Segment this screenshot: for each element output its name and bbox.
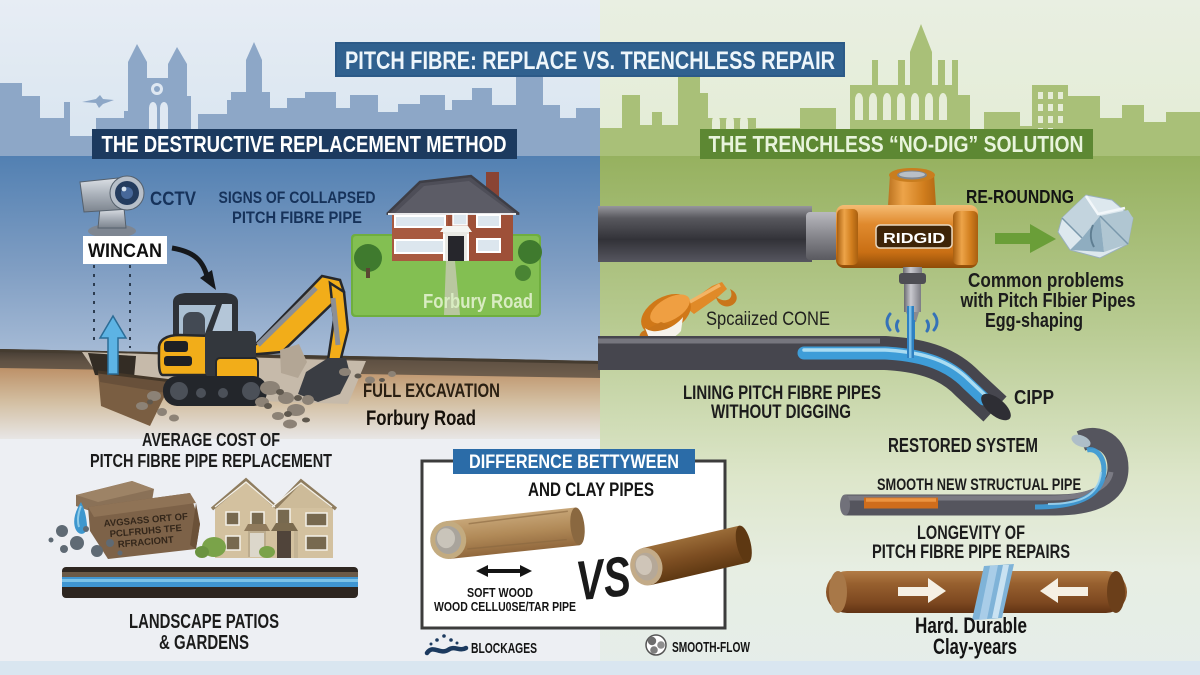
svg-text:FULL EXCAVATION: FULL EXCAVATION xyxy=(363,381,500,402)
svg-text:PITCH FIBRE PIPE REPLACEMENT: PITCH FIBRE PIPE REPLACEMENT xyxy=(90,451,332,471)
svg-text:Hard. Durable: Hard. Durable xyxy=(915,613,1027,638)
svg-text:with Pitch FIbier Pipes: with Pitch FIbier Pipes xyxy=(960,290,1136,312)
svg-text:SOFT WOOD: SOFT WOOD xyxy=(467,585,533,600)
svg-text:Spcaiized CONE: Spcaiized CONE xyxy=(706,309,830,330)
svg-text:Forbury Road: Forbury Road xyxy=(423,291,533,313)
svg-text:AND CLAY PIPES: AND CLAY PIPES xyxy=(528,480,654,501)
svg-text:WOOD CELLU0SE/TAR PIPE: WOOD CELLU0SE/TAR PIPE xyxy=(434,599,576,614)
svg-text:RIDGID: RIDGID xyxy=(883,230,945,247)
svg-text:SMOOTH-FLOW: SMOOTH-FLOW xyxy=(672,639,751,656)
svg-text:DIFFERENCE BETTYWEEN: DIFFERENCE BETTYWEEN xyxy=(469,452,679,473)
svg-text:LONGEVITY OF: LONGEVITY OF xyxy=(917,523,1025,544)
svg-text:PITCH FIBRE: REPLACE VS. TRENC: PITCH FIBRE: REPLACE VS. TRENCHLESS REPA… xyxy=(345,47,835,75)
svg-text:LANDSCAPE PATIOS: LANDSCAPE PATIOS xyxy=(129,611,279,633)
svg-text:PITCH FIBRE PIPE REPAIRS: PITCH FIBRE PIPE REPAIRS xyxy=(872,542,1070,563)
svg-text:LINING PITCH FIBRE PIPES: LINING PITCH FIBRE PIPES xyxy=(683,383,881,404)
svg-text:WITHOUT DIGGING: WITHOUT DIGGING xyxy=(711,402,851,423)
svg-text:Forbury Road: Forbury Road xyxy=(366,407,476,430)
svg-text:& GARDENS: & GARDENS xyxy=(159,632,249,654)
svg-text:THE TRENCHLESS “NO-DIG” SOLUTI: THE TRENCHLESS “NO-DIG” SOLUTION xyxy=(709,131,1084,157)
svg-text:CCTV: CCTV xyxy=(150,189,196,210)
svg-text:THE DESTRUCTIVE REPLACEMENT ME: THE DESTRUCTIVE REPLACEMENT METHOD xyxy=(102,131,507,157)
svg-text:VS: VS xyxy=(573,544,633,612)
svg-text:SMOOTH NEW STRUCTUAL PIPE: SMOOTH NEW STRUCTUAL PIPE xyxy=(877,475,1081,494)
svg-text:SIGNS OF COLLAPSED: SIGNS OF COLLAPSED xyxy=(219,188,376,207)
svg-text:Egg-shaping: Egg-shaping xyxy=(985,310,1083,332)
svg-text:Clay-years: Clay-years xyxy=(933,634,1017,659)
svg-text:PITCH FIBRE PIPE: PITCH FIBRE PIPE xyxy=(232,208,362,227)
svg-text:RESTORED SYSTEM: RESTORED SYSTEM xyxy=(888,435,1038,457)
svg-text:BLOCKAGES: BLOCKAGES xyxy=(471,640,537,657)
svg-text:Common problems: Common problems xyxy=(968,270,1124,292)
svg-text:WINCAN: WINCAN xyxy=(88,241,162,262)
svg-text:RFRACIONT: RFRACIONT xyxy=(117,535,174,551)
svg-text:RE-ROUNDNG: RE-ROUNDNG xyxy=(966,187,1074,207)
svg-text:CIPP: CIPP xyxy=(1014,387,1054,409)
svg-text:AVERAGE COST OF: AVERAGE COST OF xyxy=(142,430,280,450)
